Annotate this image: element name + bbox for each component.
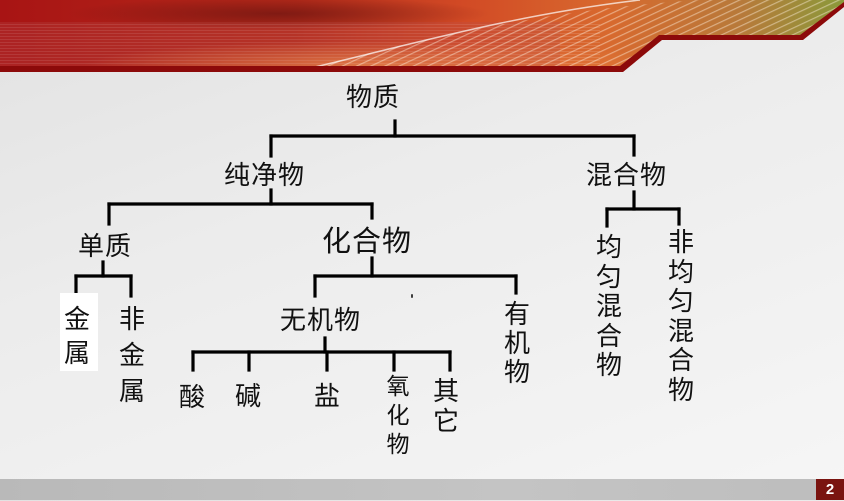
char: 非 <box>667 228 694 258</box>
char: 合 <box>595 321 622 352</box>
node-pure-substance: 纯净物 <box>224 161 306 191</box>
char: 混 <box>667 316 694 347</box>
footer-bar <box>0 479 844 500</box>
char: 匀 <box>595 262 622 293</box>
char: 有 <box>503 300 530 330</box>
node-other: 其 它 <box>431 377 461 437</box>
char: 均 <box>595 233 622 263</box>
node-matter: 物质 <box>346 83 401 113</box>
char: 氧 <box>386 374 410 400</box>
char: 匀 <box>667 287 694 317</box>
char: 混 <box>595 292 622 322</box>
char: 物 <box>667 375 694 406</box>
header-banner <box>0 0 844 72</box>
node-compound: 化合物 <box>322 224 413 258</box>
char: 机 <box>503 329 530 359</box>
char: 属 <box>118 377 145 407</box>
node-metal: 金 属 <box>62 303 92 371</box>
char: 均 <box>667 257 694 288</box>
node-element: 单质 <box>78 232 133 262</box>
char: 物 <box>595 351 622 381</box>
char: 金 <box>63 305 90 335</box>
char: 它 <box>432 407 459 437</box>
node-inorganic: 无机物 <box>280 306 362 336</box>
node-organic: 有 机 物 <box>502 301 532 388</box>
char: 物 <box>503 358 530 388</box>
char: 属 <box>63 339 90 369</box>
metal-label-background <box>60 293 98 371</box>
node-acid: 酸 <box>179 383 207 413</box>
char: 金 <box>118 341 145 371</box>
char: 其 <box>432 377 459 407</box>
char: 物 <box>386 432 410 458</box>
node-salt: 盐 <box>314 382 342 412</box>
node-mixture: 混合物 <box>586 161 668 191</box>
char: 非 <box>118 305 145 335</box>
char: 合 <box>667 346 694 376</box>
node-nonmetal: 非 金 属 <box>117 302 147 410</box>
node-homogeneous-mixture: 均 匀 混 合 物 <box>594 233 624 382</box>
char: 化 <box>386 403 410 429</box>
node-heterogeneous-mixture: 非 均 匀 混 合 物 <box>666 228 696 406</box>
node-oxide: 氧 化 物 <box>383 373 413 460</box>
page-number: 2 <box>816 479 844 500</box>
node-base: 碱 <box>235 382 263 412</box>
